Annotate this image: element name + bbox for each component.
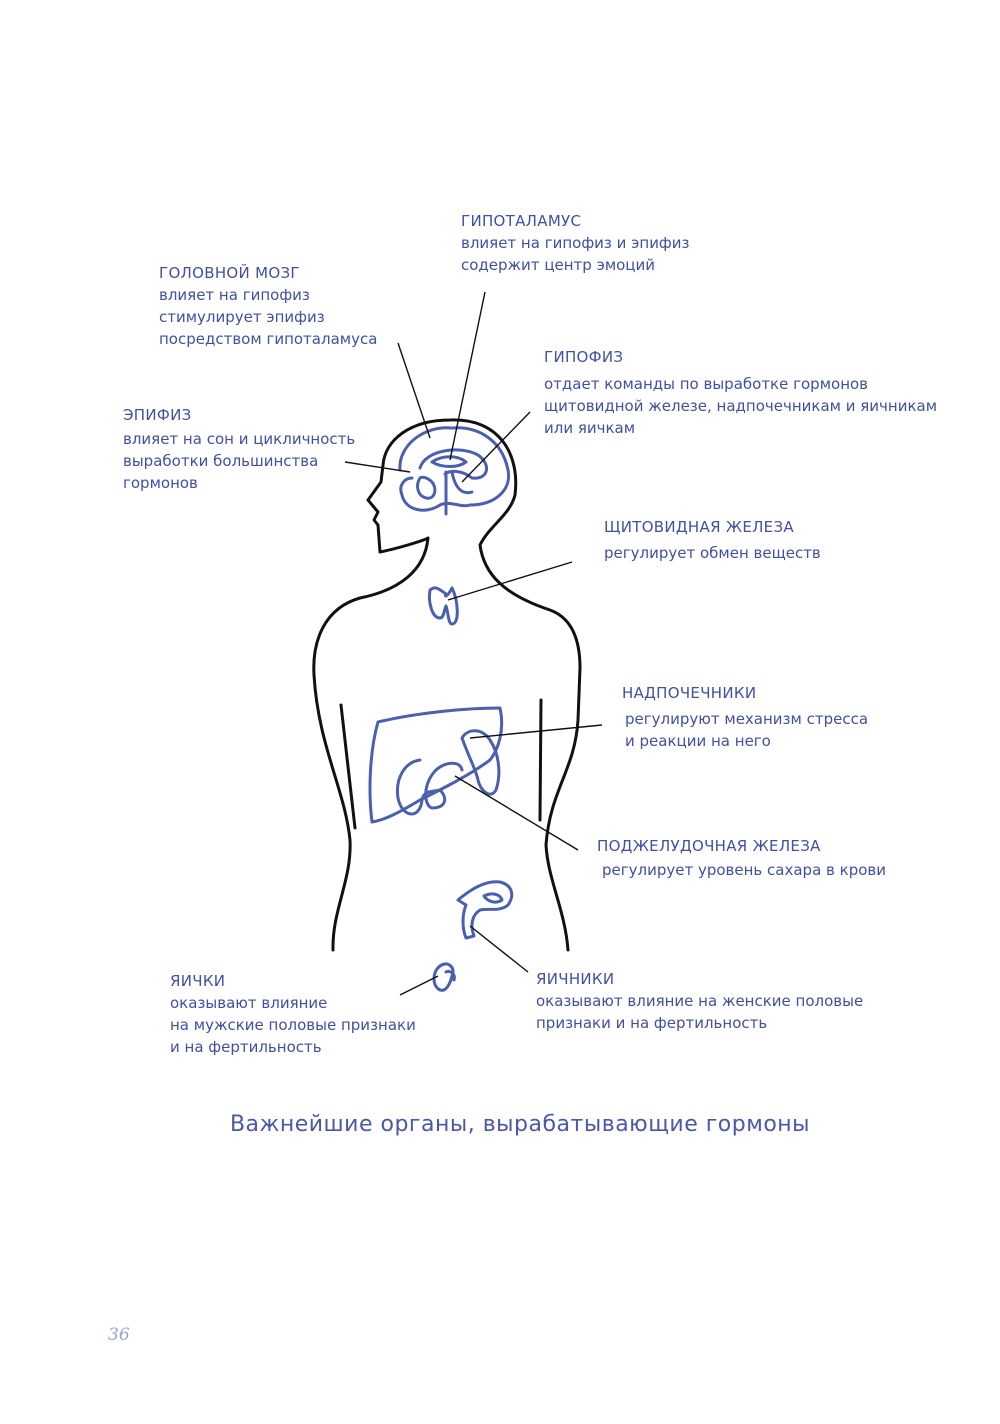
adrenals-desc-2: и реакции на него (625, 732, 771, 750)
brain-desc-3: посредством гипоталамуса (159, 330, 378, 348)
pineal-desc-1: влияет на сон и цикличность (123, 430, 356, 448)
ovaries-desc-2: признаки и на фертильность (536, 1014, 768, 1032)
leader-ovaries (469, 925, 529, 973)
hypothalamus-desc-1: влияет на гипофиз и эпифиз (461, 234, 690, 252)
ovaries-desc-1: оказывают влияние на женские половые (536, 992, 864, 1010)
liver-organ (368, 706, 504, 824)
label-hypothalamus: ГИПОТАЛАМУС влияет на гипофиз и эпифиз с… (461, 210, 690, 276)
leader-testes (399, 975, 439, 996)
leader-hypothalamus (449, 291, 486, 461)
brain-desc-1: влияет на гипофиз (159, 286, 310, 304)
testes-desc-2: на мужские половые признаки (170, 1016, 416, 1034)
pituitary-desc-3: или яичкам (544, 419, 636, 437)
leader-pineal (344, 461, 411, 473)
pituitary-desc-1: отдает команды по выработке гормонов (544, 375, 869, 393)
hypothalamus-desc-2: содержит центр эмоций (461, 256, 656, 274)
label-testes: ЯИЧКИ оказывают влияние на мужские полов… (170, 970, 416, 1058)
label-pituitary: ГИПОФИЗ отдает команды по выработке горм… (544, 346, 937, 439)
label-ovaries: ЯИЧНИКИ оказывают влияние на женские пол… (536, 968, 863, 1034)
testes-desc-3: и на фертильность (170, 1038, 322, 1056)
leader-thyroid (447, 561, 573, 601)
pituitary-organ (444, 470, 474, 516)
label-thyroid: ЩИТОВИДНАЯ ЖЕЛЕЗА регулирует обмен вещес… (604, 516, 821, 564)
ovary-detail (482, 892, 504, 904)
hypothalamus-organ (430, 455, 468, 468)
pineal-title: ЭПИФИЗ (123, 406, 192, 424)
thyroid-title: ЩИТОВИДНАЯ ЖЕЛЕЗА (604, 518, 794, 536)
testes-desc-1: оказывают влияние (170, 994, 328, 1012)
label-pineal: ЭПИФИЗ влияет на сон и цикличность выраб… (123, 404, 355, 494)
thyroid-desc-1: регулирует обмен веществ (604, 544, 821, 562)
page-number: 36 (108, 1325, 130, 1345)
adrenals-desc-1: регулируют механизм стресса (625, 710, 869, 728)
brain (398, 426, 511, 512)
stomach-organ (395, 758, 464, 816)
adrenals-organ (460, 729, 501, 796)
pineal-organ (416, 475, 437, 500)
leader-adrenals (469, 724, 603, 739)
pituitary-desc-2: щитовидной железе, надпочечникам и яични… (544, 397, 938, 415)
leader-pituitary (461, 411, 531, 483)
leader-brain (397, 342, 431, 439)
label-brain: ГОЛОВНОЙ МОЗГ влияет на гипофиз стимулир… (159, 262, 377, 350)
pineal-desc-2: выработки большинства (123, 452, 319, 470)
right-arm-line (538, 698, 543, 822)
leader-pancreas (454, 775, 579, 851)
brain-inner-ring (418, 448, 488, 480)
ovaries-title: ЯИЧНИКИ (536, 970, 615, 988)
figure-caption: Важнейшие органы, вырабатывающие гормоны (229, 1112, 811, 1137)
thyroid-organ (428, 586, 459, 626)
label-pancreas: ПОДЖЕЛУДОЧНАЯ ЖЕЛЕЗА регулирует уровень … (597, 835, 886, 881)
left-torso-outline (312, 536, 430, 952)
brain-title: ГОЛОВНОЙ МОЗГ (159, 264, 300, 282)
pituitary-title: ГИПОФИЗ (544, 348, 624, 366)
brain-desc-2: стимулирует эпифиз (159, 308, 325, 326)
pineal-desc-3: гормонов (123, 474, 198, 492)
pancreas-desc-1: регулирует уровень сахара в крови (602, 861, 886, 879)
head-and-torso-outline (366, 418, 582, 952)
testes-title: ЯИЧКИ (170, 972, 226, 990)
hypothalamus-title: ГИПОТАЛАМУС (461, 212, 582, 230)
adrenals-title: НАДПОЧЕЧНИКИ (622, 684, 757, 702)
pancreas-title: ПОДЖЕЛУДОЧНАЯ ЖЕЛЕЗА (597, 837, 821, 855)
ovaries-organ (456, 880, 514, 940)
label-adrenals: НАДПОЧЕЧНИКИ регулируют механизм стресса… (622, 682, 868, 752)
left-arm-line (339, 703, 357, 830)
